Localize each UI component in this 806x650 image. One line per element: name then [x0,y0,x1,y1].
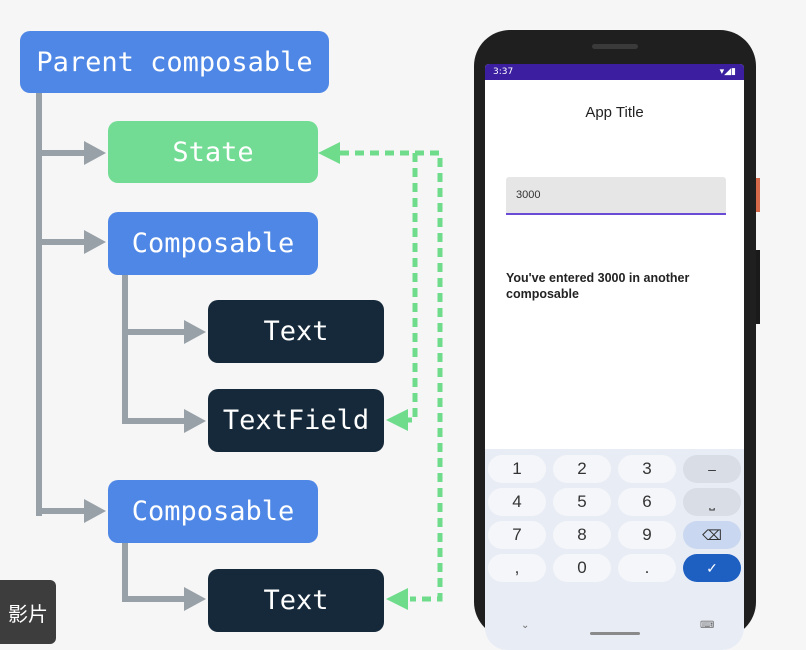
composable-box-2: Composable [108,480,318,543]
system-nav-bar: ⌄ ⌨ [485,614,744,644]
connector-branch-text-2 [122,596,184,602]
app-title: App Title [585,104,644,121]
number-text-field[interactable]: 3000 [506,177,726,215]
key-4[interactable]: 4 [488,488,546,516]
text-box-1: Text [208,300,384,363]
entered-value-message: You've entered 3000 in another composabl… [506,271,690,301]
key-5[interactable]: 5 [553,488,611,516]
arrow-to-composable-2 [84,499,106,523]
numeric-keyboard: 1 2 3 – 4 5 6 ⎵ 7 8 9 ⌫ , 0 . ✓ ⌄ ⌨ [485,449,744,650]
connector-branch-state [36,150,84,156]
key-minus[interactable]: – [683,455,741,483]
text-field-value: 3000 [516,189,541,201]
state-box: State [108,121,318,183]
key-7[interactable]: 7 [488,521,546,549]
key-0[interactable]: 0 [553,554,611,582]
parent-composable-box: Parent composable [20,31,329,93]
connector-trunk-composable-2 [122,542,128,600]
connector-trunk-composable-1 [122,274,128,424]
phone-device: 3:37 ▾◢▮ App Title 3000 You've entered 3… [474,30,760,650]
key-backspace[interactable]: ⌫ [683,521,741,549]
key-comma[interactable]: , [488,554,546,582]
phone-screen: 3:37 ▾◢▮ App Title 3000 You've entered 3… [485,64,744,650]
key-space[interactable]: ⎵ [683,488,741,516]
key-8[interactable]: 8 [553,521,611,549]
connector-branch-text-1 [122,329,184,335]
phone-volume-button [756,250,760,324]
key-6[interactable]: 6 [618,488,676,516]
arrow-to-composable-1 [84,230,106,254]
key-period[interactable]: . [618,554,676,582]
arrow-to-text-1 [184,320,206,344]
textfield-box: TextField [208,389,384,452]
video-watermark-label: 影片 [0,580,56,644]
arrow-to-textfield [184,409,206,433]
status-time: 3:37 [493,67,514,77]
phone-speaker [592,44,638,49]
key-enter-check[interactable]: ✓ [683,554,741,582]
text-box-2: Text [208,569,384,632]
connector-branch-composable-1 [36,239,84,245]
phone-power-button [756,178,760,212]
arrow-to-state [84,141,106,165]
arrow-to-text-2 [184,587,206,611]
key-2[interactable]: 2 [553,455,611,483]
key-3[interactable]: 3 [618,455,676,483]
connector-branch-textfield [122,418,184,424]
status-bar: 3:37 ▾◢▮ [485,64,744,80]
nav-home-bar[interactable] [590,632,640,635]
status-icons: ▾◢▮ [719,67,736,77]
key-9[interactable]: 9 [618,521,676,549]
key-1[interactable]: 1 [488,455,546,483]
nav-back-chevron-icon[interactable]: ⌄ [521,620,530,631]
connector-trunk-main [36,92,42,516]
nav-keyboard-icon[interactable]: ⌨ [700,620,715,631]
connector-branch-composable-2 [36,508,84,514]
composable-box-1: Composable [108,212,318,275]
